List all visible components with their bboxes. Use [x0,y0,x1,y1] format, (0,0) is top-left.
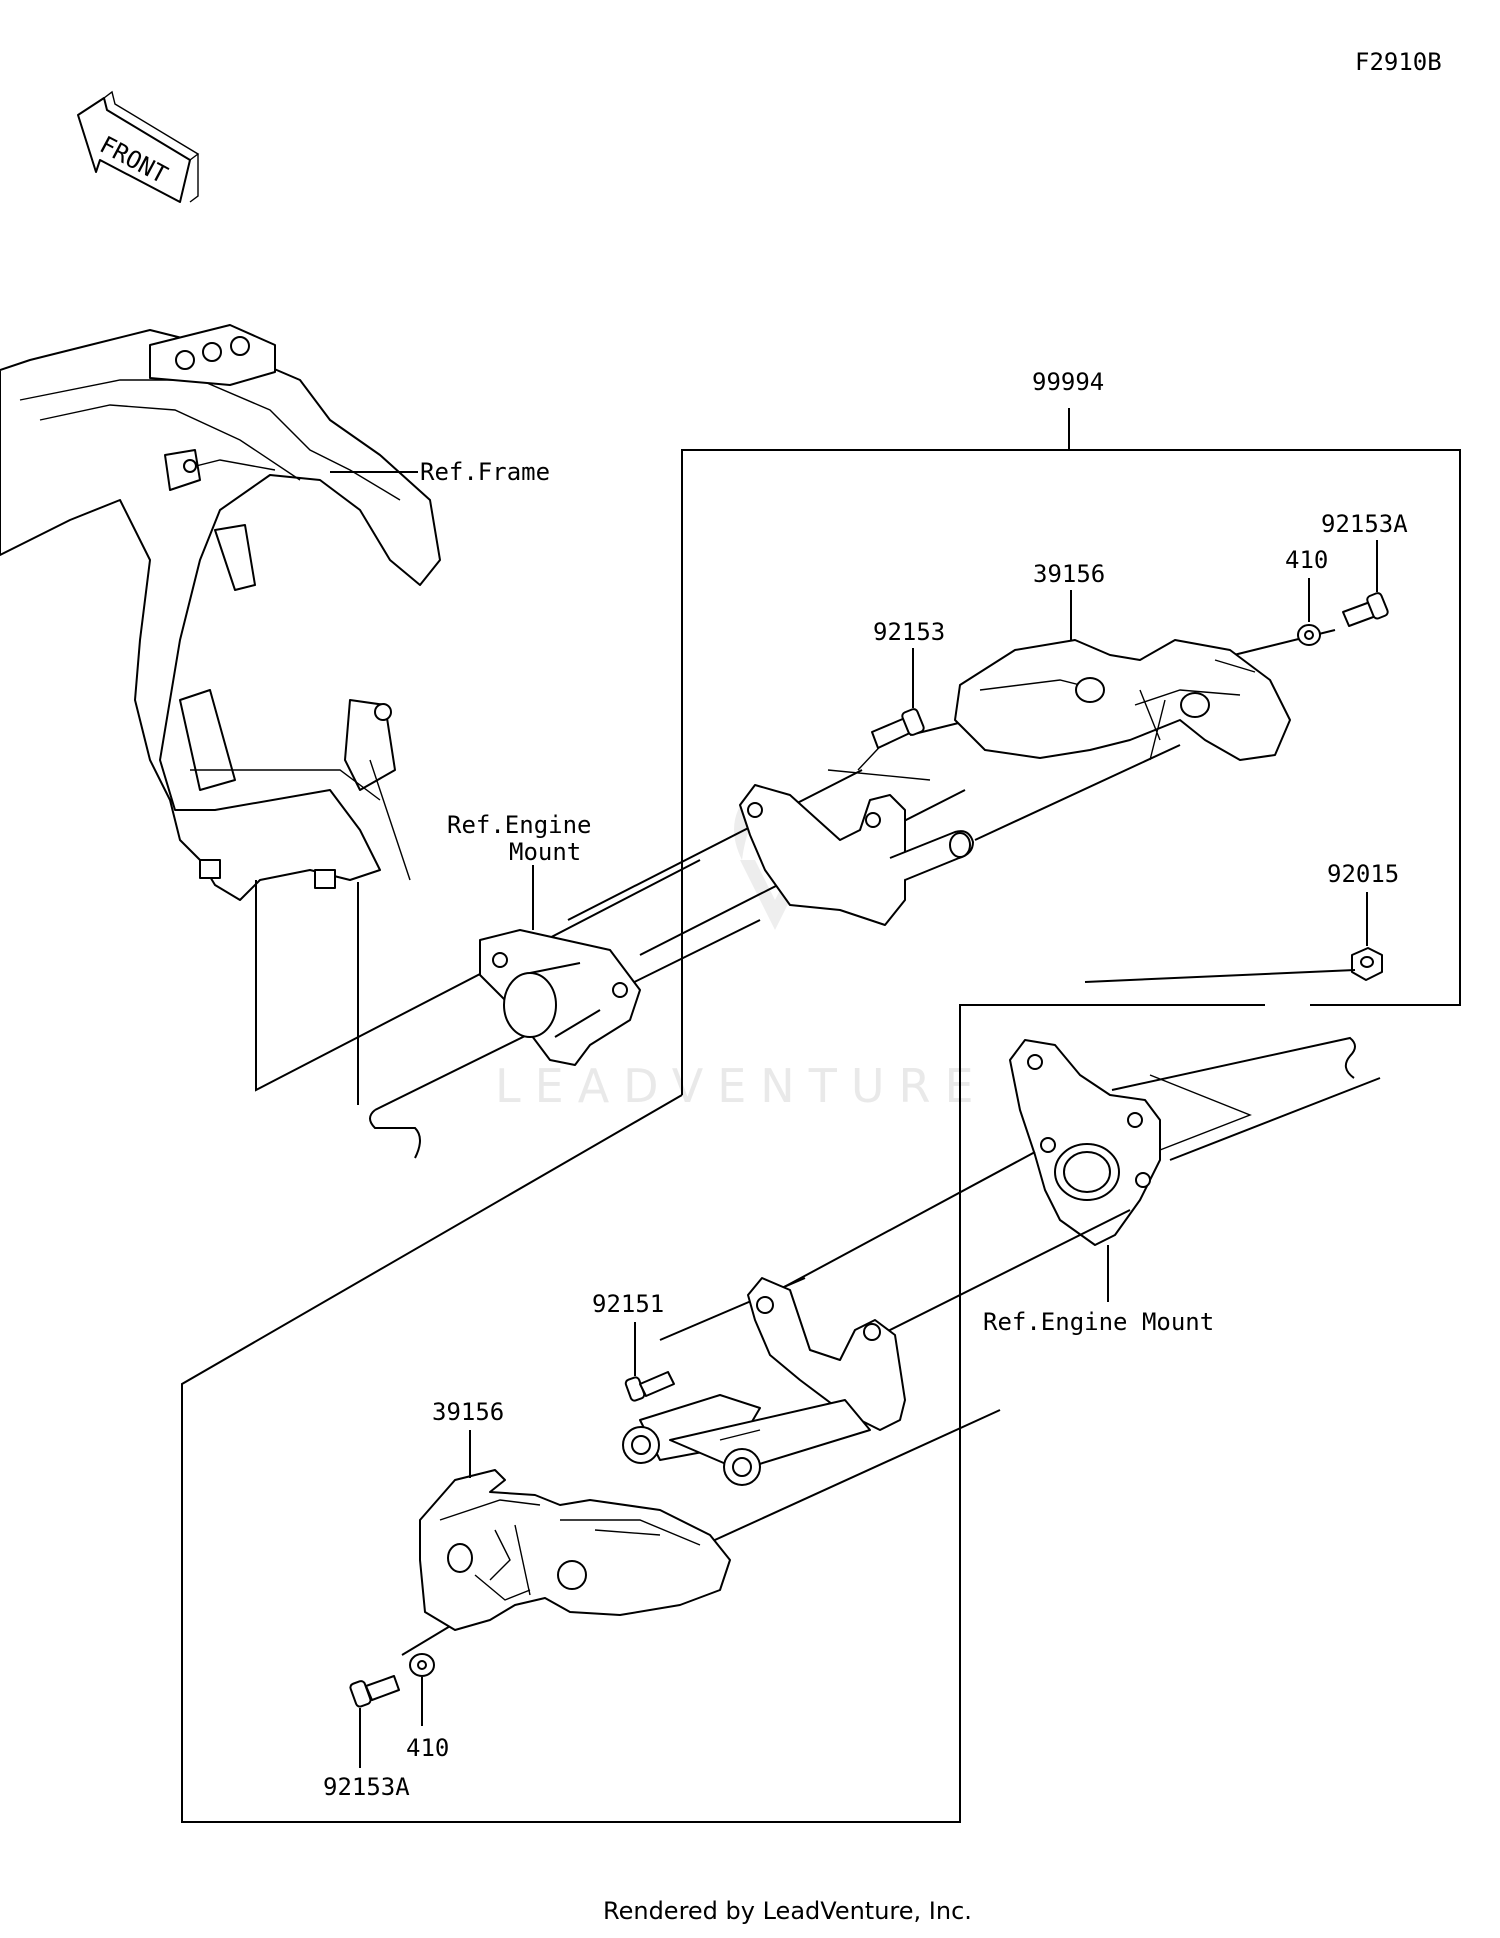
ref-frame-drawing [0,324,441,901]
footer-credit: Rendered by LeadVenture, Inc. [603,1897,972,1925]
ref-engine-mount-right-label: Ref.Engine Mount [983,1308,1214,1336]
diagram-code: F2910B [1355,48,1442,76]
ref-engine-mount-right [1009,1039,1161,1246]
bolt-92153-label: 92153 [873,618,945,646]
ref-engine-mount-left [479,929,641,1066]
washer-410-bottom-icon [409,1653,435,1677]
nut-92015-label: 92015 [1327,860,1399,888]
nut-92015-icon [1351,947,1383,981]
lower-mount-bracket [622,1277,906,1486]
upper-mount-bracket [739,719,974,926]
ref-frame-label: Ref.Frame [420,458,550,486]
washer-410-top-label: 410 [1285,546,1328,574]
lower-axis-lines [401,969,1356,1656]
ref-engine-mount-label-2: Mount [509,838,581,866]
bolt-92153A-bottom-label: 92153A [323,1773,410,1801]
slider-39156-top-icon [954,639,1291,761]
slider-39156-top-label: 39156 [1033,560,1105,588]
slider-39156-bottom-icon [419,1469,731,1631]
washer-410-top-icon [1297,624,1321,646]
bolt-92153-icon [871,708,925,749]
watermark-text: LEADVENTURE [495,1059,988,1113]
kit-99994-box [181,408,1461,1823]
front-arrow-icon: FRONT [77,90,200,203]
bolt-92153A-top-label: 92153A [1321,510,1408,538]
bolt-92151-icon [624,1371,675,1402]
kit-99994-label: 99994 [1032,368,1104,396]
bolt-92153A-bottom-icon [349,1675,400,1708]
slider-39156-bottom-label: 39156 [432,1398,504,1426]
ref-frame-tube-right [1111,1036,1381,1161]
ref-engine-mount-label-1: Ref.Engine [447,811,592,839]
washer-410-bottom-label: 410 [406,1734,449,1762]
bolt-92151-label: 92151 [592,1290,664,1318]
bolt-92153A-top-icon [1342,592,1389,627]
